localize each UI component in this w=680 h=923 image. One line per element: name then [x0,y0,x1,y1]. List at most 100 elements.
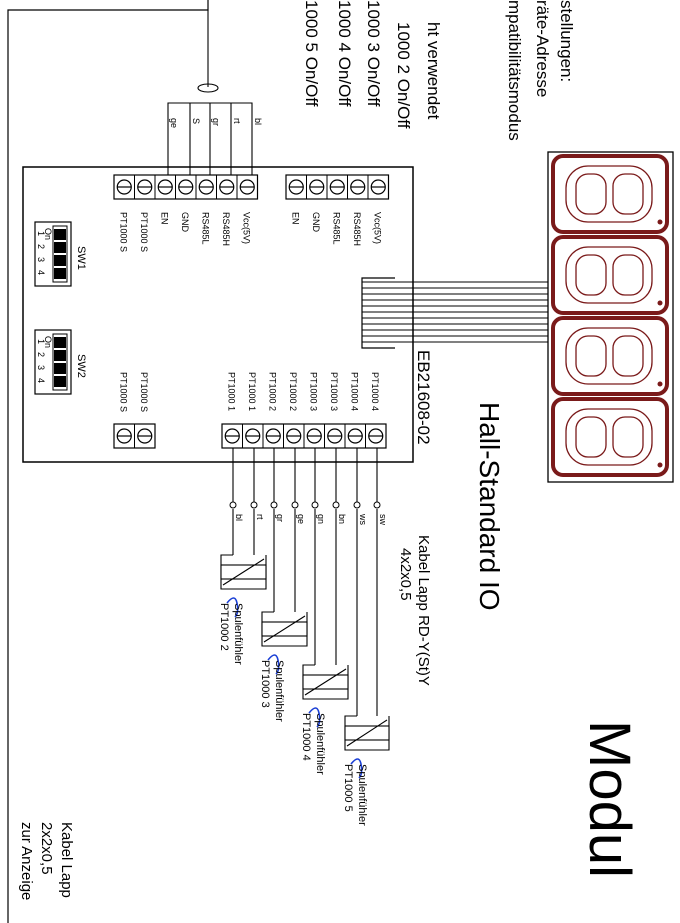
sensor-wire-color: ws [358,513,368,525]
terminal-label: EN [290,212,300,225]
terminal-label: PT1000 1 [226,372,236,411]
variable-arrow [263,615,306,643]
dip-label: SW2 [75,354,87,378]
sensor-wire-color: ge [296,514,306,524]
digit-segments [565,408,653,466]
board-label: EB21608-02 [414,350,433,445]
temperature-icon [350,758,363,779]
terminal-label: Vcc(5V) [241,212,251,244]
dip-number: 4 [36,378,46,383]
screw-terminal [286,428,302,444]
terminal-label: PT1000 1 [247,372,257,411]
settings-line: 1000 4 On/Off [335,0,354,107]
wire-node [353,501,361,509]
variable-arrow [346,719,388,747]
cable-main-line2: 4x2x0,5 [397,548,414,601]
sensor-pt1000 [344,509,390,779]
screw-terminal [368,428,384,444]
wire-node [229,501,237,509]
settings-line: räte-Adresse [533,0,552,97]
screw-terminal [198,179,214,195]
screw-terminal [137,179,153,195]
sensor-pt1000 [220,509,267,618]
digit-dot [657,462,663,468]
terminal-label: PT1000 2 [267,372,277,411]
screw-terminal [288,179,304,195]
dip-lever [54,255,66,266]
temperature-icon [308,707,321,728]
bus-wire-color: S [191,118,201,124]
settings-line: 1000 2 On/Off [394,22,413,129]
sensor-wire-color: gr [275,514,285,522]
wire-node [270,501,278,509]
cable-main-line1: Kabel Lapp RD-Y(St)Y [415,535,432,686]
display-digits [551,154,669,477]
settings-line: 1000 3 On/Off [364,0,383,107]
screw-terminal [116,179,132,195]
sensor-wire-color: gn [316,514,326,524]
screw-terminal [137,428,153,444]
sensor-wire-color: rt [255,514,265,520]
digit-frame [551,316,669,396]
terminal-label: PT1000 S [118,372,128,412]
dip-label: SW1 [75,246,87,270]
dip-lever [54,363,66,374]
terminal-label: PT1000 S [139,212,149,252]
screw-terminal [350,179,366,195]
screw-terminal [309,179,325,195]
dip-number: 3 [36,257,46,262]
settings-line: 1000 5 On/Off [302,0,321,107]
sensor-id: PT1000 3 [259,660,271,708]
sensor-id: PT1000 5 [342,764,354,812]
screw-terminal [370,179,386,195]
digit-dot [657,219,663,225]
dip-lever [54,268,66,279]
terminal-label: GND [180,212,190,233]
ribbon-cable [361,277,548,349]
dip-lever [54,229,66,240]
digit-frame [551,235,669,315]
title: Modul [577,720,642,878]
dip-number: 3 [36,365,46,370]
dip-lever [54,350,66,361]
sensor-wire-color: bl [234,514,244,521]
dip-number: 1 [36,339,46,344]
wire-node [311,501,319,509]
screw-terminal [265,428,281,444]
variable-arrow [222,558,265,586]
bus-wire-color: bl [253,118,263,125]
digit-frame [551,154,669,234]
terminal-label: PT1000 4 [370,372,380,411]
digit-frame [551,397,669,477]
dip-number: 2 [36,352,46,357]
screw-terminal [224,428,240,444]
terminal-label: PT1000 3 [329,372,339,411]
screw-terminal [329,179,345,195]
digit-segments [565,165,653,223]
terminal-label: PT1000 3 [308,372,318,411]
circuit-board [22,166,414,463]
subtitle: Hall-Standard IO [474,402,505,611]
dip-lever [54,376,66,387]
sensor-id: PT1000 4 [300,713,312,761]
sensor-wire-color: sw [378,514,388,526]
variable-arrow [304,668,347,696]
screw-terminal [245,428,261,444]
settings-line: ht verwendet [424,22,443,120]
wire-node [250,501,258,509]
wire-node [291,501,299,509]
terminal-label: PT1000 4 [349,372,359,411]
settings-line: stellungen: [557,0,576,82]
settings-lines: stellungen: räte-Adresse mpatibilitätsmo… [302,0,576,141]
dip-lever [54,337,66,348]
dip-number: 4 [36,270,46,275]
wire-node [332,501,340,509]
temperature-icon [226,597,239,618]
